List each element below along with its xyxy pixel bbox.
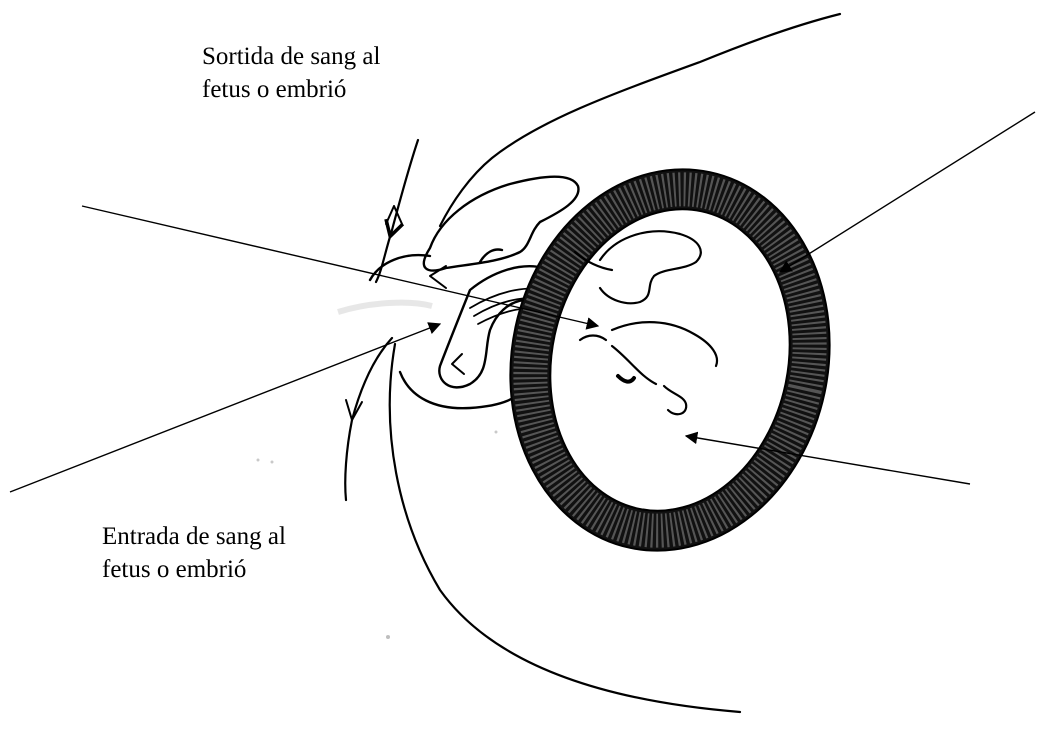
- arrow-to-sac-wall: [780, 112, 1035, 272]
- amniotic-sac: [476, 139, 865, 580]
- label-blood-inflow-line1: Entrada de sang al: [102, 520, 286, 553]
- label-blood-outflow-line1: Sortida de sang al: [202, 40, 380, 73]
- maternal-vessels: [345, 140, 464, 500]
- label-blood-inflow: Entrada de sang al fetus o embrió: [102, 520, 286, 586]
- label-blood-outflow: Sortida de sang al fetus o embrió: [202, 40, 380, 106]
- arrow-to-placenta: [10, 324, 440, 492]
- label-blood-outflow-line2: fetus o embrió: [202, 73, 380, 106]
- label-blood-inflow-line2: fetus o embrió: [102, 553, 286, 586]
